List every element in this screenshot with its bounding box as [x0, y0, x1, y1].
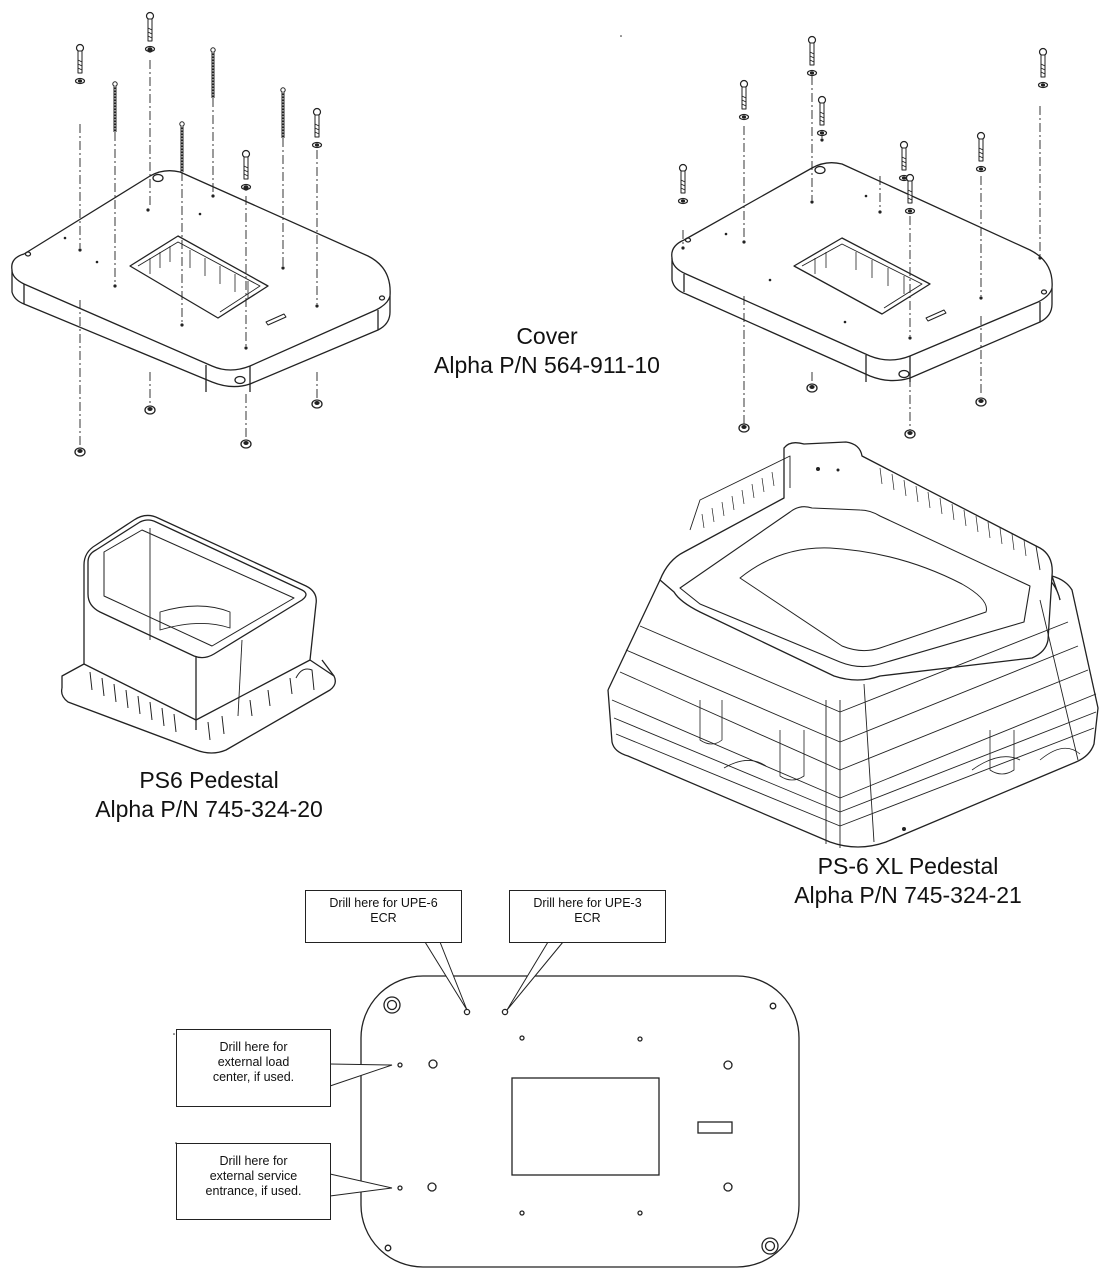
drill-template-top-view	[329, 941, 800, 1268]
cover-right-assembly	[671, 35, 1053, 439]
cover-caption: Cover Alpha P/N 564-911-10	[392, 322, 702, 380]
callout-service-entrance-line1: Drill here for	[219, 1154, 288, 1168]
cover-caption-line2: Alpha P/N 564-911-10	[434, 352, 660, 378]
callout-upe6: Drill here for UPE-6 ECR	[305, 890, 462, 943]
callout-upe3: Drill here for UPE-3 ECR	[509, 890, 666, 943]
cover-left-assembly	[11, 11, 391, 457]
ps6-pedestal	[60, 514, 336, 754]
callout-upe6-line2: ECR	[370, 911, 397, 925]
callout-service-entrance-line3: entrance, if used.	[205, 1184, 302, 1198]
callout-upe3-line1: Drill here for UPE-3	[533, 896, 642, 910]
callout-load-center: Drill here for external load center, if …	[176, 1029, 331, 1107]
callout-service-entrance: Drill here for external service entrance…	[176, 1143, 331, 1220]
callout-load-center-line2: external load	[217, 1055, 290, 1069]
callout-upe3-line2: ECR	[574, 911, 601, 925]
ps6xl-caption: PS-6 XL Pedestal Alpha P/N 745-324-21	[748, 852, 1068, 910]
ps6xl-caption-line1: PS-6 XL Pedestal	[817, 853, 999, 879]
callout-load-center-line1: Drill here for	[219, 1040, 288, 1054]
callout-load-center-line3: center, if used.	[212, 1070, 295, 1084]
ps6xl-caption-line2: Alpha P/N 745-324-21	[794, 882, 1022, 908]
ps6-caption: PS6 Pedestal Alpha P/N 745-324-20	[54, 766, 364, 824]
cover-caption-line1: Cover	[516, 323, 578, 349]
ps6xl-pedestal	[607, 441, 1099, 848]
callout-service-entrance-line2: external service	[209, 1169, 298, 1183]
ps6-caption-line1: PS6 Pedestal	[139, 767, 279, 793]
ps6-caption-line2: Alpha P/N 745-324-20	[95, 796, 323, 822]
callout-upe6-line1: Drill here for UPE-6	[329, 896, 438, 910]
